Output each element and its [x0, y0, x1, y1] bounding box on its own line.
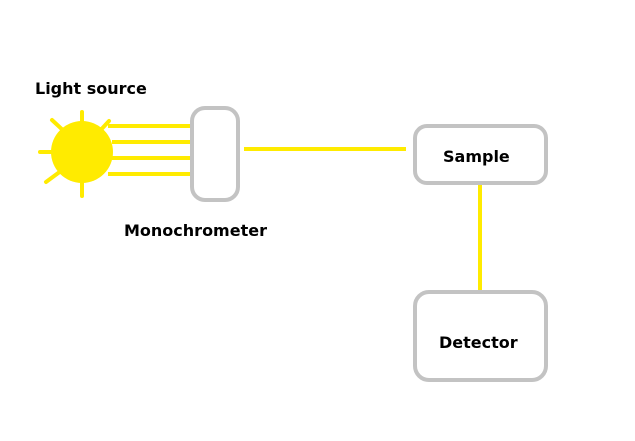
monochrometer-label: Monochrometer [124, 221, 267, 240]
sun-icon [38, 110, 113, 198]
detector-label: Detector [439, 333, 518, 352]
source-beams [108, 124, 190, 176]
detector-box [413, 290, 548, 382]
light-source-label: Light source [35, 79, 147, 98]
monochrometer-box [190, 106, 240, 202]
sample-label: Sample [443, 147, 510, 166]
sample-box [413, 124, 548, 185]
